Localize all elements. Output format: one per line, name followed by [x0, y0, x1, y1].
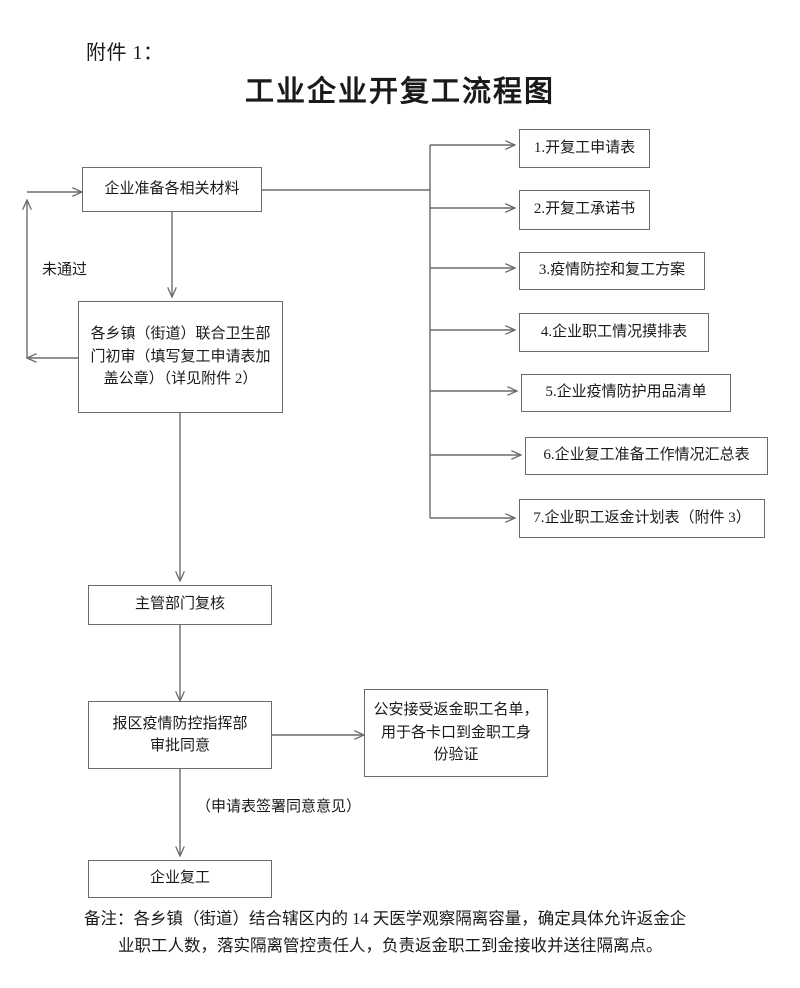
edge-label-rejected: 未通过 — [42, 262, 88, 278]
doc-box-6[interactable]: 6.企业复工准备工作情况汇总表 — [525, 437, 768, 475]
node-department-recheck[interactable]: 主管部门复核 — [88, 585, 272, 625]
node-police-verification[interactable]: 公安接受返金职工名单， 用于各卡口到金职工身 份验证 — [364, 689, 548, 777]
page-title: 工业企业开复工流程图 — [244, 76, 555, 108]
node-district-approval[interactable]: 报区疫情防控指挥部 审批同意 — [88, 701, 272, 769]
doc-box-3[interactable]: 3.疫情防控和复工方案 — [519, 252, 705, 290]
footnote: 备注：各乡镇（街道）结合辖区内的 14 天医学观察隔离容量，确定具体允许返金企 … — [84, 906, 784, 959]
footnote-line-2: 业职工人数，落实隔离管控责任人，负责返金职工到金接收并送往隔离点。 — [118, 935, 663, 955]
node-township-review[interactable]: 各乡镇（街道）联合卫生部 门初审（填写复工申请表加 盖公章）（详见附件 2） — [78, 301, 283, 413]
node-resume-work[interactable]: 企业复工 — [88, 860, 272, 898]
doc-box-4[interactable]: 4.企业职工情况摸排表 — [519, 313, 709, 352]
doc-box-7[interactable]: 7.企业职工返金计划表（附件 3） — [519, 499, 765, 538]
attachment-label: 附件 1： — [86, 42, 164, 64]
doc-box-1[interactable]: 1.开复工申请表 — [519, 129, 650, 168]
edge-label-signed-opinion: （申请表签署同意意见） — [196, 799, 362, 815]
doc-box-2[interactable]: 2.开复工承诺书 — [519, 190, 650, 230]
footnote-line-1: 备注：各乡镇（街道）结合辖区内的 14 天医学观察隔离容量，确定具体允许返金企 — [84, 909, 687, 928]
node-prepare-materials[interactable]: 企业准备各相关材料 — [82, 167, 262, 212]
doc-box-5[interactable]: 5.企业疫情防护用品清单 — [521, 374, 731, 412]
